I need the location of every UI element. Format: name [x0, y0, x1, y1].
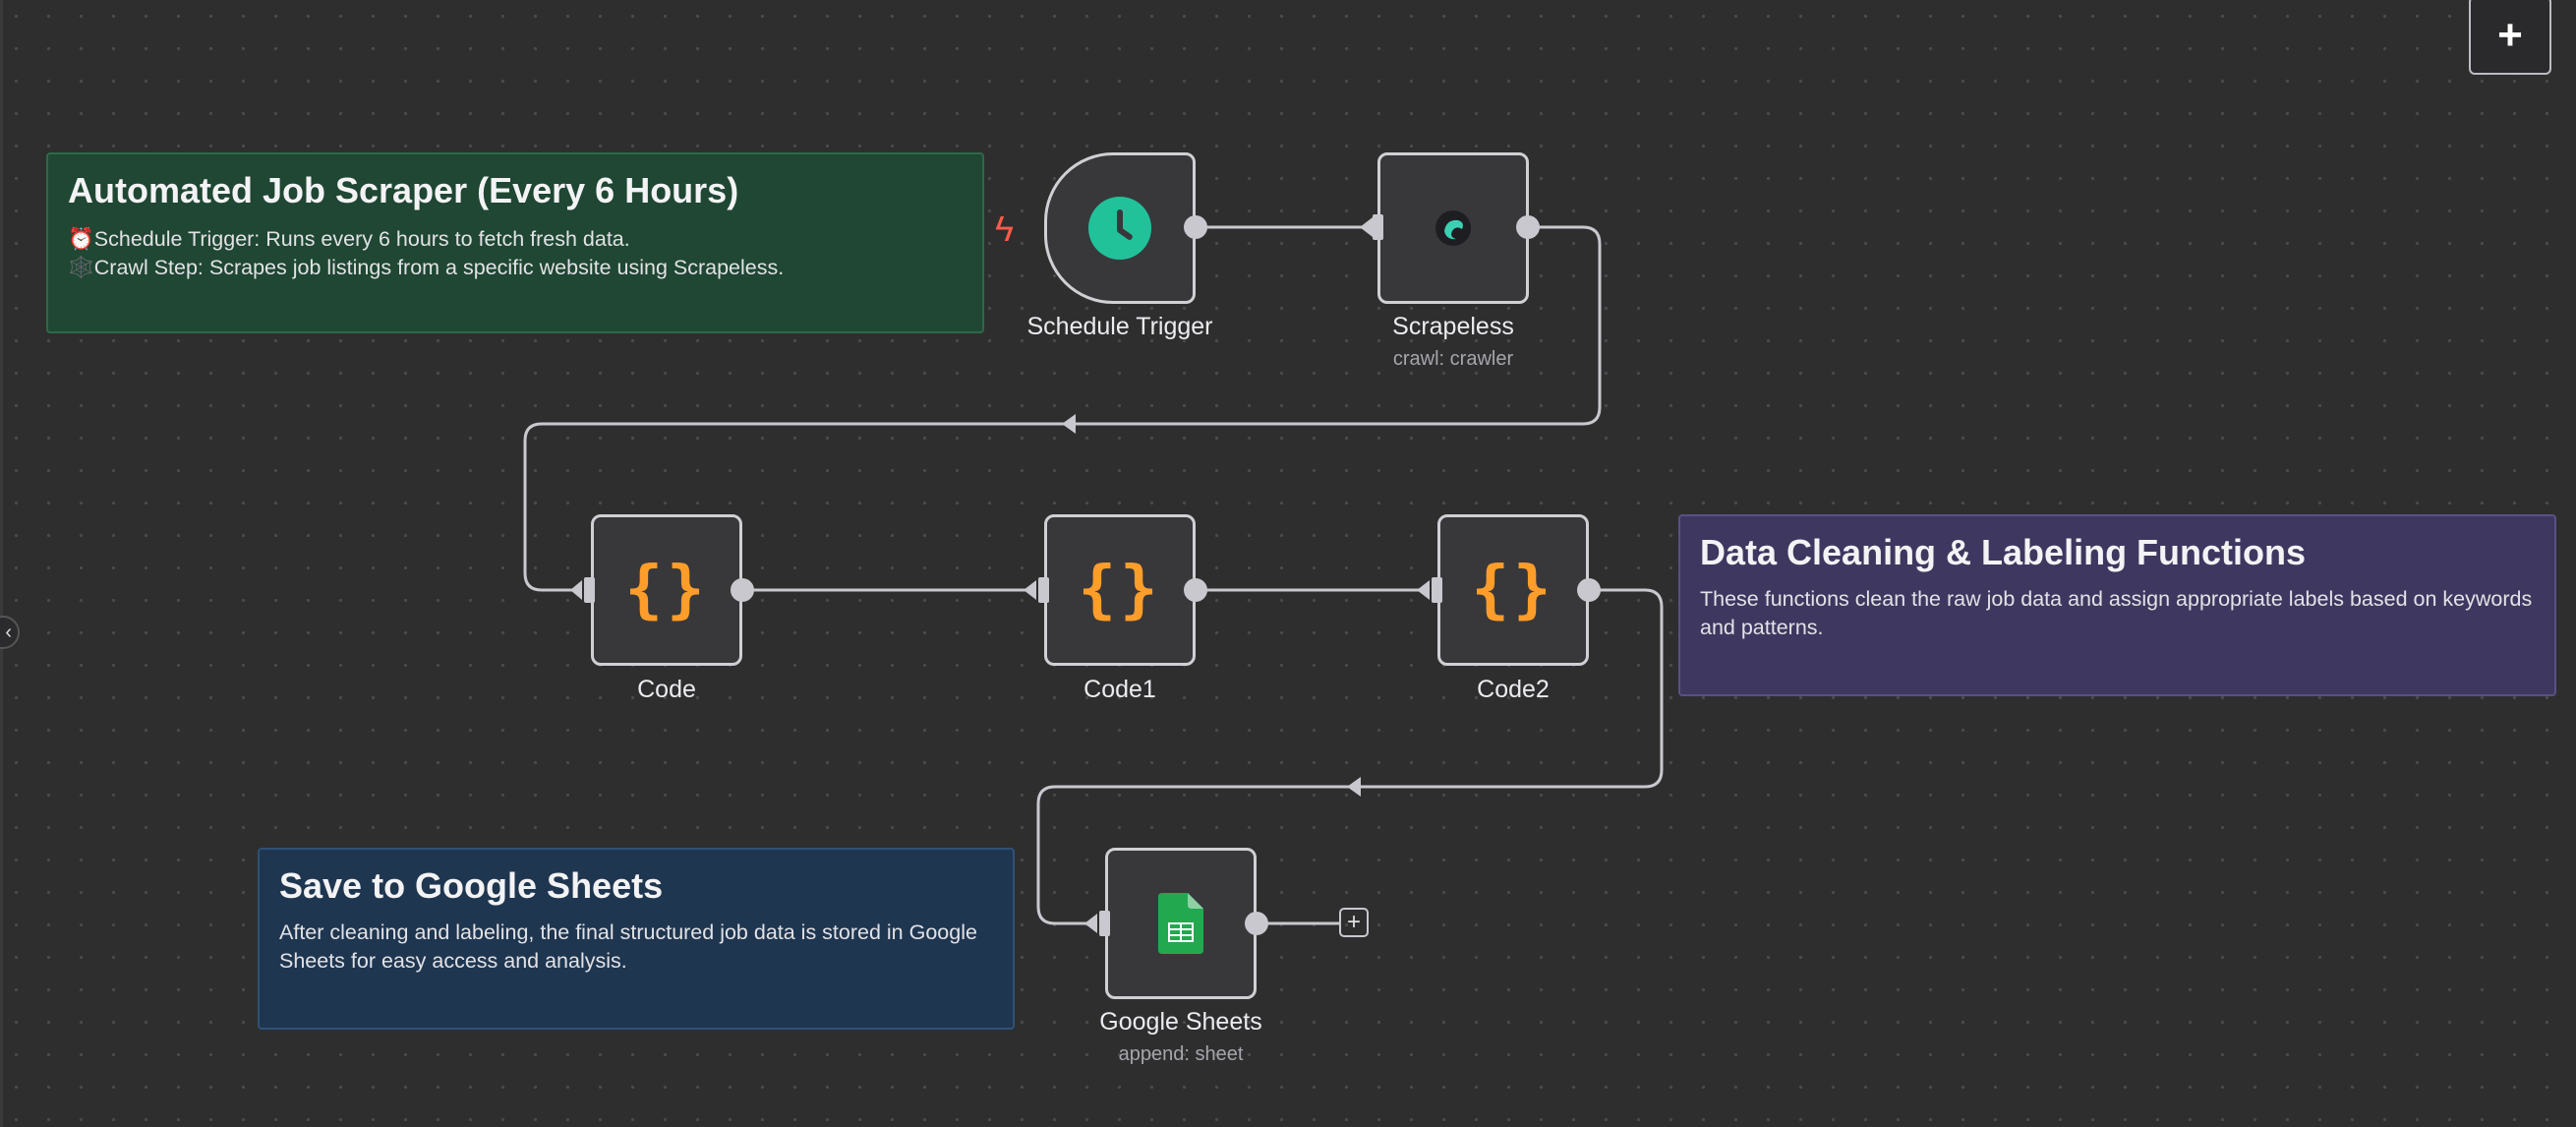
arrow-to-code-mid	[1062, 414, 1076, 434]
node-label: Schedule Trigger	[1026, 313, 1213, 340]
sticky-note-title: Save to Google Sheets	[279, 865, 664, 906]
node-code1[interactable]: {}	[1044, 514, 1196, 666]
arrow-to-code	[570, 580, 582, 600]
output-port[interactable]	[1184, 578, 1207, 602]
arrow-to-sheets	[1084, 914, 1097, 933]
canvas-left-edge	[0, 0, 3, 1127]
sticky-note-line: 🕸️Crawl Step: Scrapes job listings from …	[68, 256, 785, 279]
input-port[interactable]	[1373, 214, 1383, 240]
code-braces-icon: {}	[1471, 554, 1555, 626]
node-code2[interactable]: {}	[1437, 514, 1589, 666]
sticky-note-title: Data Cleaning & Labeling Functions	[1700, 532, 2307, 572]
plus-icon: +	[1346, 909, 1361, 935]
arrow-code1-code2	[1417, 580, 1430, 600]
node-google-sheets[interactable]	[1105, 848, 1257, 999]
output-port[interactable]	[1577, 578, 1601, 602]
scrapeless-icon	[1435, 210, 1471, 246]
node-schedule-trigger[interactable]	[1044, 152, 1196, 304]
node-code[interactable]: {}	[591, 514, 742, 666]
google-sheets-icon	[1158, 893, 1203, 954]
sticky-note-sheets[interactable]: Save to Google Sheets After cleaning and…	[258, 848, 1015, 1030]
node-subtitle: crawl: crawler	[1392, 348, 1514, 370]
clock-icon	[1088, 197, 1151, 260]
code-braces-icon: {}	[624, 554, 709, 626]
sticky-note-scraper[interactable]: Automated Job Scraper (Every 6 Hours) ⏰S…	[46, 152, 984, 333]
output-port[interactable]	[1516, 215, 1540, 239]
arrow-to-sheets-mid	[1347, 777, 1361, 797]
plus-icon: +	[2497, 11, 2523, 59]
output-port[interactable]	[731, 578, 754, 602]
arrow-trigger-scrapeless	[1360, 217, 1373, 237]
node-subtitle: append: sheet	[1118, 1043, 1244, 1065]
output-port[interactable]	[1184, 215, 1207, 239]
node-scrapeless[interactable]	[1377, 152, 1529, 304]
sticky-note-text: These functions clean the raw job data a…	[1700, 587, 2533, 639]
trigger-bolt-icon: ϟ	[995, 208, 1015, 249]
sticky-note-cleaning[interactable]: Data Cleaning & Labeling Functions These…	[1678, 514, 2556, 696]
code-braces-icon: {}	[1078, 554, 1162, 626]
sticky-note-text: After cleaning and labeling, the final s…	[279, 920, 977, 973]
input-port[interactable]	[584, 577, 595, 603]
node-label: Code2	[1477, 676, 1550, 703]
chevron-left-icon: ‹	[5, 621, 12, 643]
node-label: Code1	[1083, 676, 1156, 703]
input-port[interactable]	[1432, 577, 1442, 603]
add-node-button[interactable]: +	[2469, 0, 2551, 75]
sticky-note-line: ⏰Schedule Trigger: Runs every 6 hours to…	[68, 227, 630, 251]
input-port[interactable]	[1038, 577, 1049, 603]
node-label: Google Sheets	[1099, 1008, 1262, 1036]
sticky-note-title: Automated Job Scraper (Every 6 Hours)	[68, 170, 739, 210]
output-port[interactable]	[1245, 912, 1268, 935]
node-label: Scrapeless	[1392, 313, 1514, 340]
add-next-node-button[interactable]: +	[1339, 908, 1369, 937]
node-label: Code	[637, 676, 696, 703]
input-port[interactable]	[1099, 911, 1110, 936]
arrow-code-code1	[1024, 580, 1036, 600]
